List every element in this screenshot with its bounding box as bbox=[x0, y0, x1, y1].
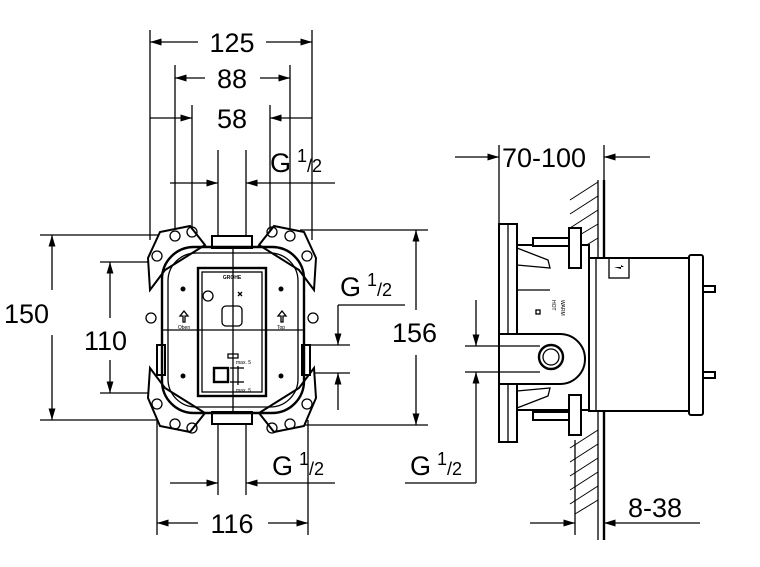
up-arrow-icon-left bbox=[178, 309, 190, 323]
dimension-8-38: 8-38 bbox=[530, 440, 700, 535]
label-hot: HOT bbox=[550, 300, 556, 311]
dimension-70-100: 70-100 bbox=[455, 143, 650, 225]
dimension-125: 125 bbox=[149, 28, 313, 240]
front-view-valve-body: GROHE max. 5 max. 5 Oben Top bbox=[145, 224, 319, 434]
label-warm: WARM bbox=[559, 300, 565, 316]
dim-label-58: 58 bbox=[217, 104, 247, 134]
dimension-58: 58 bbox=[150, 104, 312, 232]
dim-label-70-100: 70-100 bbox=[502, 143, 586, 173]
plaster-guard-square bbox=[212, 366, 230, 384]
dim-label-150: 150 bbox=[4, 299, 49, 329]
dim-label-125: 125 bbox=[209, 28, 254, 58]
dimension-110: 110 bbox=[84, 261, 160, 394]
dimension-156: 156 bbox=[300, 229, 437, 426]
screw-holes bbox=[145, 226, 319, 434]
grohe-logo: GROHE bbox=[223, 275, 242, 281]
max-label-top: max. 5 bbox=[236, 360, 251, 366]
dim-label-88: 88 bbox=[217, 64, 247, 94]
valve-cartridge-icon bbox=[221, 305, 243, 327]
dimension-88: 88 bbox=[174, 64, 291, 232]
dimension-116: 116 bbox=[156, 420, 309, 539]
dim-label-8-38: 8-38 bbox=[628, 493, 682, 523]
bathtub-icon bbox=[227, 353, 239, 359]
dim-label-116: 116 bbox=[210, 509, 253, 539]
handle-icon bbox=[202, 290, 214, 302]
dimension-150: 150 bbox=[4, 234, 160, 421]
up-arrow-icon-right bbox=[276, 309, 288, 323]
dim-label-156: 156 bbox=[392, 318, 437, 348]
side-view-valve-body: HOT WARM bbox=[498, 223, 716, 443]
max-label-bottom: max. 5 bbox=[236, 388, 251, 394]
label-top: Top bbox=[277, 325, 285, 331]
label-oben: Oben bbox=[178, 325, 190, 331]
shower-icon bbox=[237, 291, 243, 297]
dim-label-110: 110 bbox=[84, 326, 127, 356]
